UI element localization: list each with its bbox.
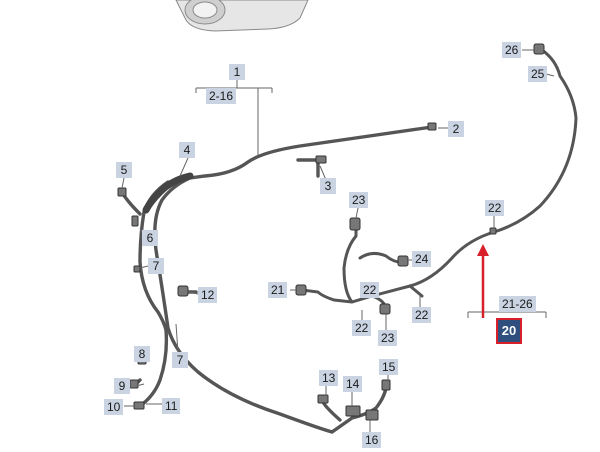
callout-20-highlighted[interactable]: 20 — [496, 318, 522, 344]
callout-14: 14 — [343, 376, 363, 392]
callout-22-a: 22 — [360, 282, 380, 298]
callout-4: 4 — [179, 142, 195, 158]
callout-15: 15 — [379, 359, 399, 375]
callout-21: 21 — [268, 282, 288, 298]
callout-26: 26 — [502, 42, 522, 58]
callout-2: 2 — [448, 121, 464, 137]
wiring-harness-branch — [300, 48, 578, 310]
callout-22-d: 22 — [485, 200, 505, 216]
callout-13: 13 — [319, 370, 339, 386]
callout-23-upper: 23 — [349, 192, 369, 208]
callout-24: 24 — [412, 251, 432, 267]
corrugated-sleeve — [142, 172, 194, 214]
callout-22-c: 22 — [412, 307, 432, 323]
arrow-up-icon — [477, 244, 489, 318]
callout-9: 9 — [114, 378, 130, 394]
callout-12: 12 — [198, 287, 218, 303]
callout-6: 6 — [142, 230, 158, 246]
callout-23-lower: 23 — [378, 330, 398, 346]
callout-11: 11 — [162, 398, 181, 414]
callout-7-upper: 7 — [148, 258, 164, 274]
callout-8: 8 — [134, 346, 150, 362]
callout-3: 3 — [320, 178, 336, 194]
callout-22-b: 22 — [352, 320, 372, 336]
callout-1: 1 — [229, 64, 245, 80]
callout-2-16: 2-16 — [206, 88, 237, 104]
callout-7-lower: 7 — [172, 352, 188, 368]
group-bracket-21-26 — [467, 311, 547, 318]
callout-25: 25 — [528, 66, 548, 82]
callout-10: 10 — [104, 399, 124, 415]
callout-21-26: 21-26 — [499, 296, 536, 312]
callout-16: 16 — [362, 432, 382, 448]
car-silhouette-icon — [175, 0, 309, 32]
callout-5: 5 — [116, 162, 132, 178]
